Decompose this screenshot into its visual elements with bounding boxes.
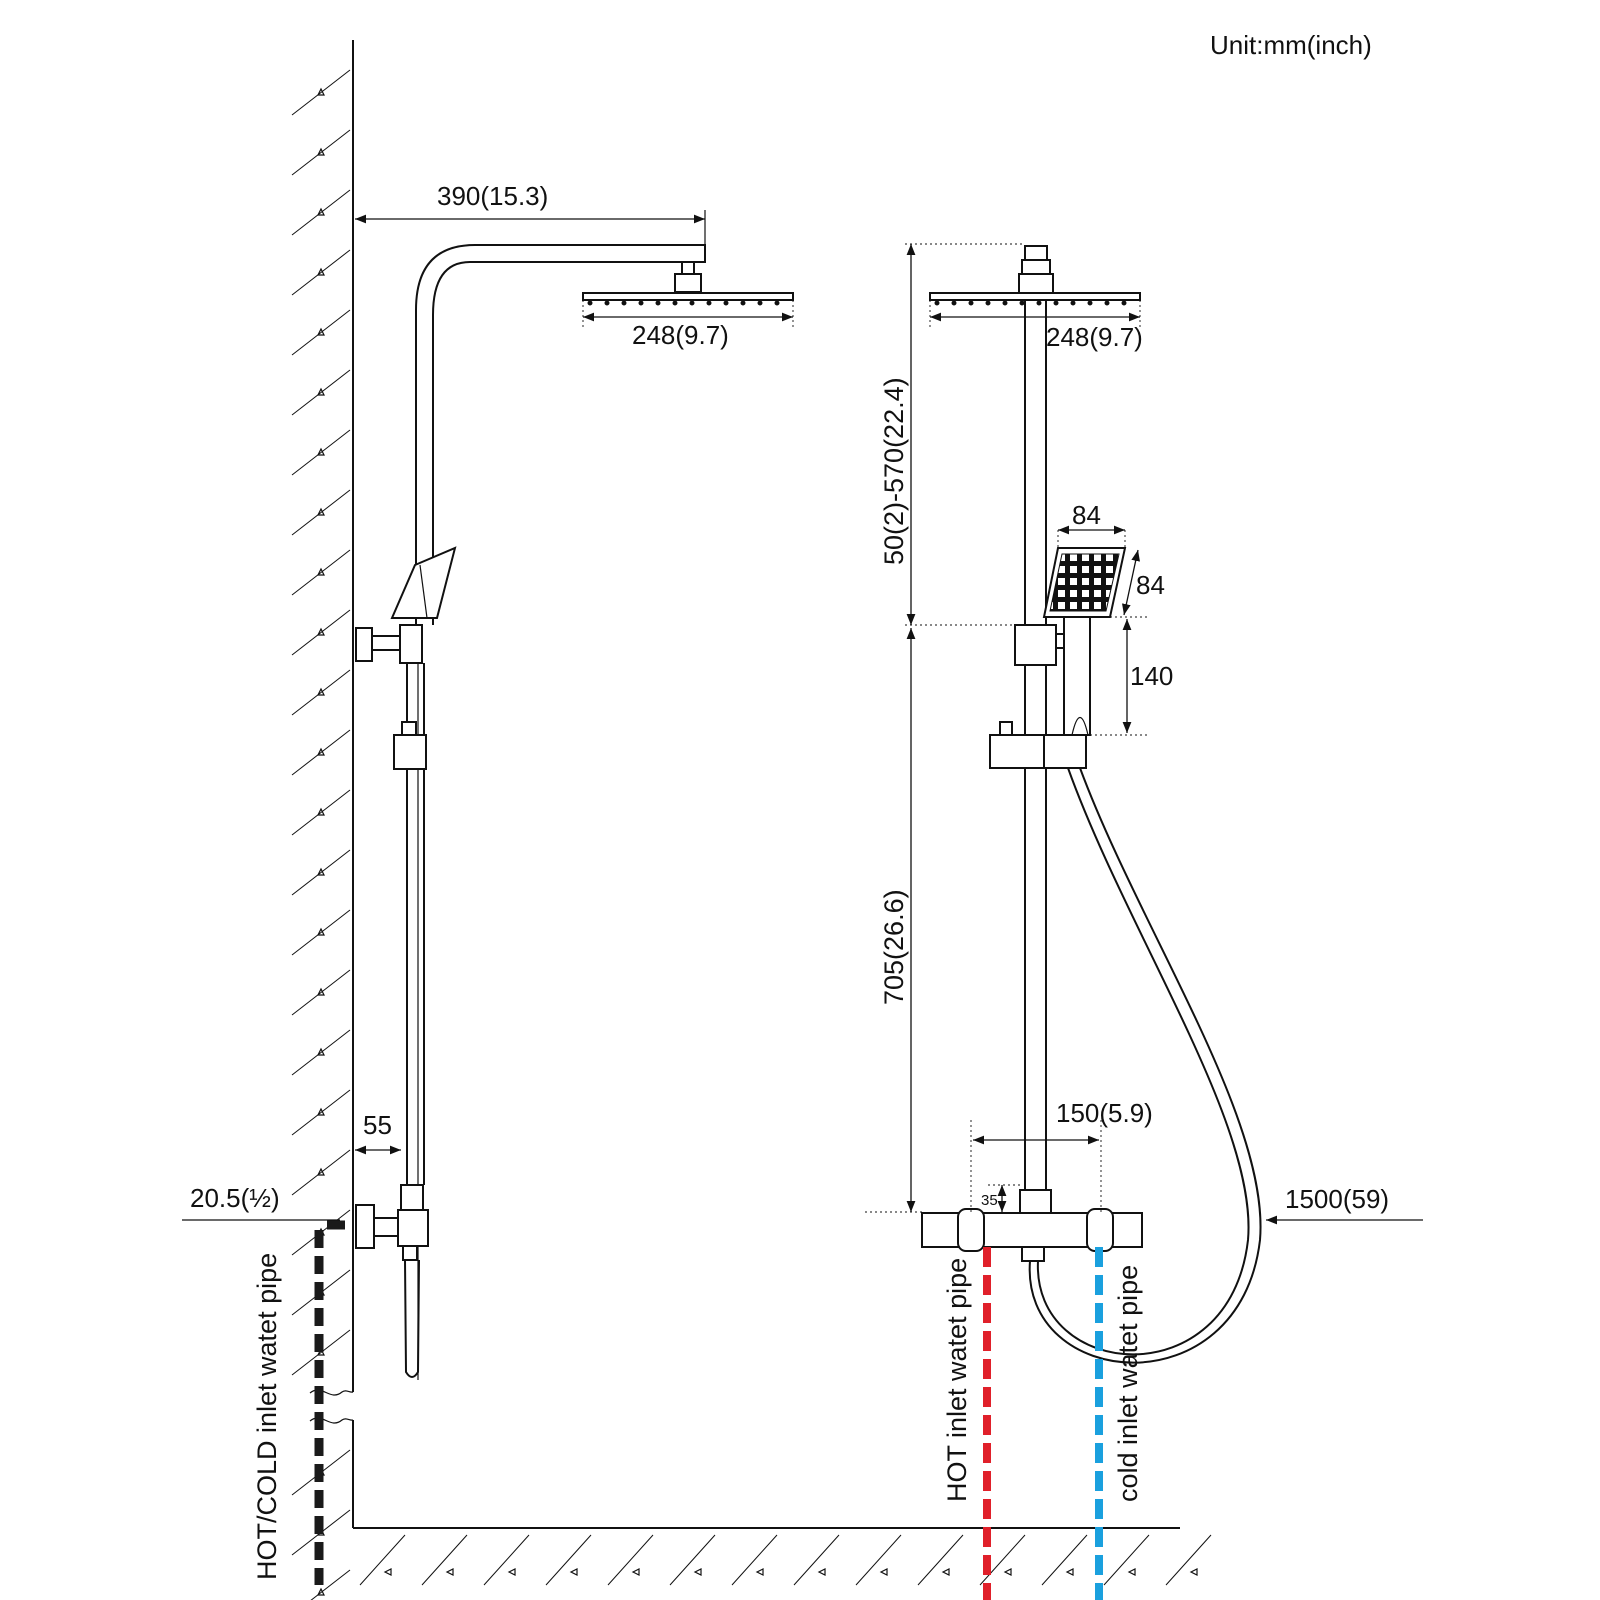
floor-hatch — [359, 1534, 1212, 1586]
side-slider — [393, 734, 427, 770]
side-mixer-body — [397, 1209, 429, 1247]
front-centers-dim-label: 150(5.9) — [1056, 1098, 1153, 1128]
side-offset-dim-label: 55 — [363, 1110, 392, 1140]
front-offset-dim-label: 35 — [981, 1192, 998, 1209]
cold-pipe-label: cold inlet watet pipe — [1113, 1265, 1143, 1502]
side-head-connector — [681, 261, 695, 275]
floor — [353, 1527, 1212, 1586]
front-upper-bracket — [1014, 624, 1057, 666]
front-hand-handle — [1063, 616, 1091, 736]
side-hand-shower — [390, 546, 457, 619]
front-holder-dim-label: 140 — [1130, 661, 1173, 691]
front-view: 50(2)-570(22.4) 705(26.6) 248(9.7) 84 84… — [865, 243, 1423, 1600]
front-hose-dim-label: 1500(59) — [1285, 1184, 1389, 1214]
front-hand-height-line — [1122, 549, 1140, 616]
front-head-nozzles — [934, 300, 1127, 306]
side-inlet-size-label: 20.5(½) — [190, 1183, 280, 1213]
front-hand-width-label: 84 — [1072, 500, 1101, 530]
side-view: 390(15.3) 248(9.7) 55 20.5(½) HOT/COLD i… — [182, 181, 794, 1585]
side-arm-dim-label: 390(15.3) — [437, 181, 548, 211]
side-head-dim-label: 248(9.7) — [632, 320, 729, 350]
front-head-dim-label: 248(9.7) — [1046, 322, 1143, 352]
side-upper-bracket — [399, 624, 423, 664]
front-riser-dim-label: 50(2)-570(22.4) — [879, 377, 909, 565]
unit-label: Unit:mm(inch) — [1210, 30, 1372, 60]
front-head-connector — [1024, 245, 1048, 261]
front-slider — [989, 734, 1045, 769]
front-hand-height-label: 84 — [1136, 570, 1165, 600]
front-hose — [1028, 767, 1262, 1364]
front-lower-dim-label: 705(26.6) — [879, 889, 909, 1005]
side-pipe-label: HOT/COLD inlet watet pipe — [252, 1253, 282, 1580]
side-head-nozzles — [587, 300, 780, 306]
hot-pipe-label: HOT inlet watet pipe — [942, 1258, 972, 1502]
